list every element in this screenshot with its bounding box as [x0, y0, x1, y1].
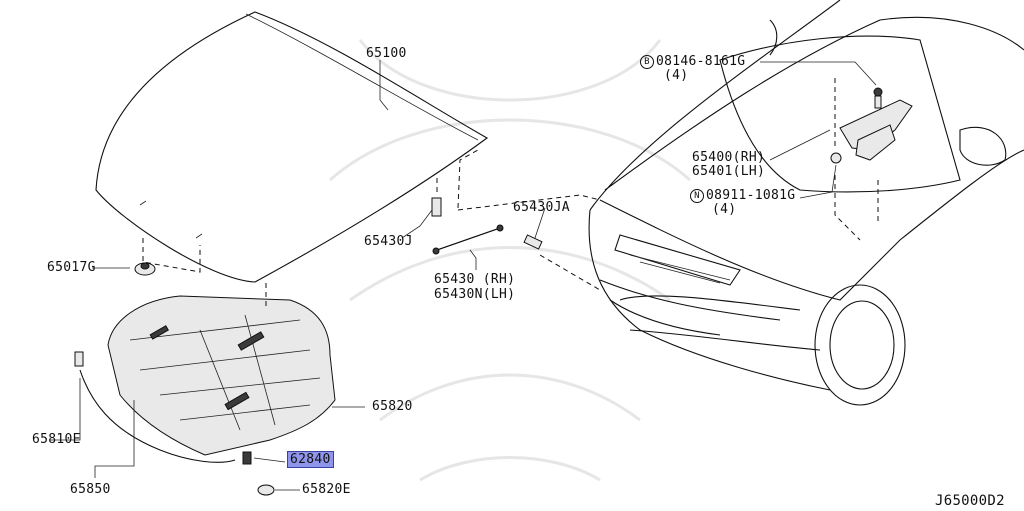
label-hinge-lh[interactable]: 65401(LH) [692, 164, 766, 179]
label-bumper-rubber[interactable]: 65017G [47, 260, 96, 275]
label-stay-ball-lower[interactable]: 65430JA [513, 200, 570, 215]
nut-symbol-badge: N [690, 189, 704, 203]
nut-part-number: 08911-1081G [706, 188, 796, 203]
bumper-rubber-part [134, 262, 156, 276]
hood-stay [431, 197, 543, 255]
watermark-emblem [329, 39, 691, 482]
label-hood[interactable]: 65100 [366, 46, 407, 61]
label-clip-bottom[interactable]: 62840 [287, 451, 334, 468]
label-clip-left[interactable]: 65810E [32, 432, 81, 447]
leader-lines [50, 60, 877, 491]
label-hinge-rh[interactable]: 65400(RH) [692, 150, 766, 165]
label-nut-qty: (4) [712, 202, 737, 217]
label-hood-stay-rh[interactable]: 65430 (RH) [434, 272, 516, 287]
seal-strip [74, 351, 275, 496]
bolt-part-number: 08146-8161G [656, 54, 746, 69]
hood-insulator [107, 295, 336, 456]
hood-panel [95, 11, 489, 283]
label-hood-stay-lh[interactable]: 65430N(LH) [434, 287, 516, 302]
diagram-code: J65000D2 [935, 493, 1005, 509]
label-seal[interactable]: 65850 [70, 482, 111, 497]
label-hood-lock-bolt-qty: (4) [664, 68, 689, 83]
label-clip-retainer[interactable]: 65820E [302, 482, 351, 497]
bolt-symbol-badge: B [640, 55, 654, 69]
label-stay-ball-upper[interactable]: 65430J [364, 234, 413, 249]
label-insulator[interactable]: 65820 [372, 399, 413, 414]
hood-hinge [830, 87, 913, 164]
reference-lines [142, 78, 879, 310]
vehicle-body [588, 0, 1024, 406]
